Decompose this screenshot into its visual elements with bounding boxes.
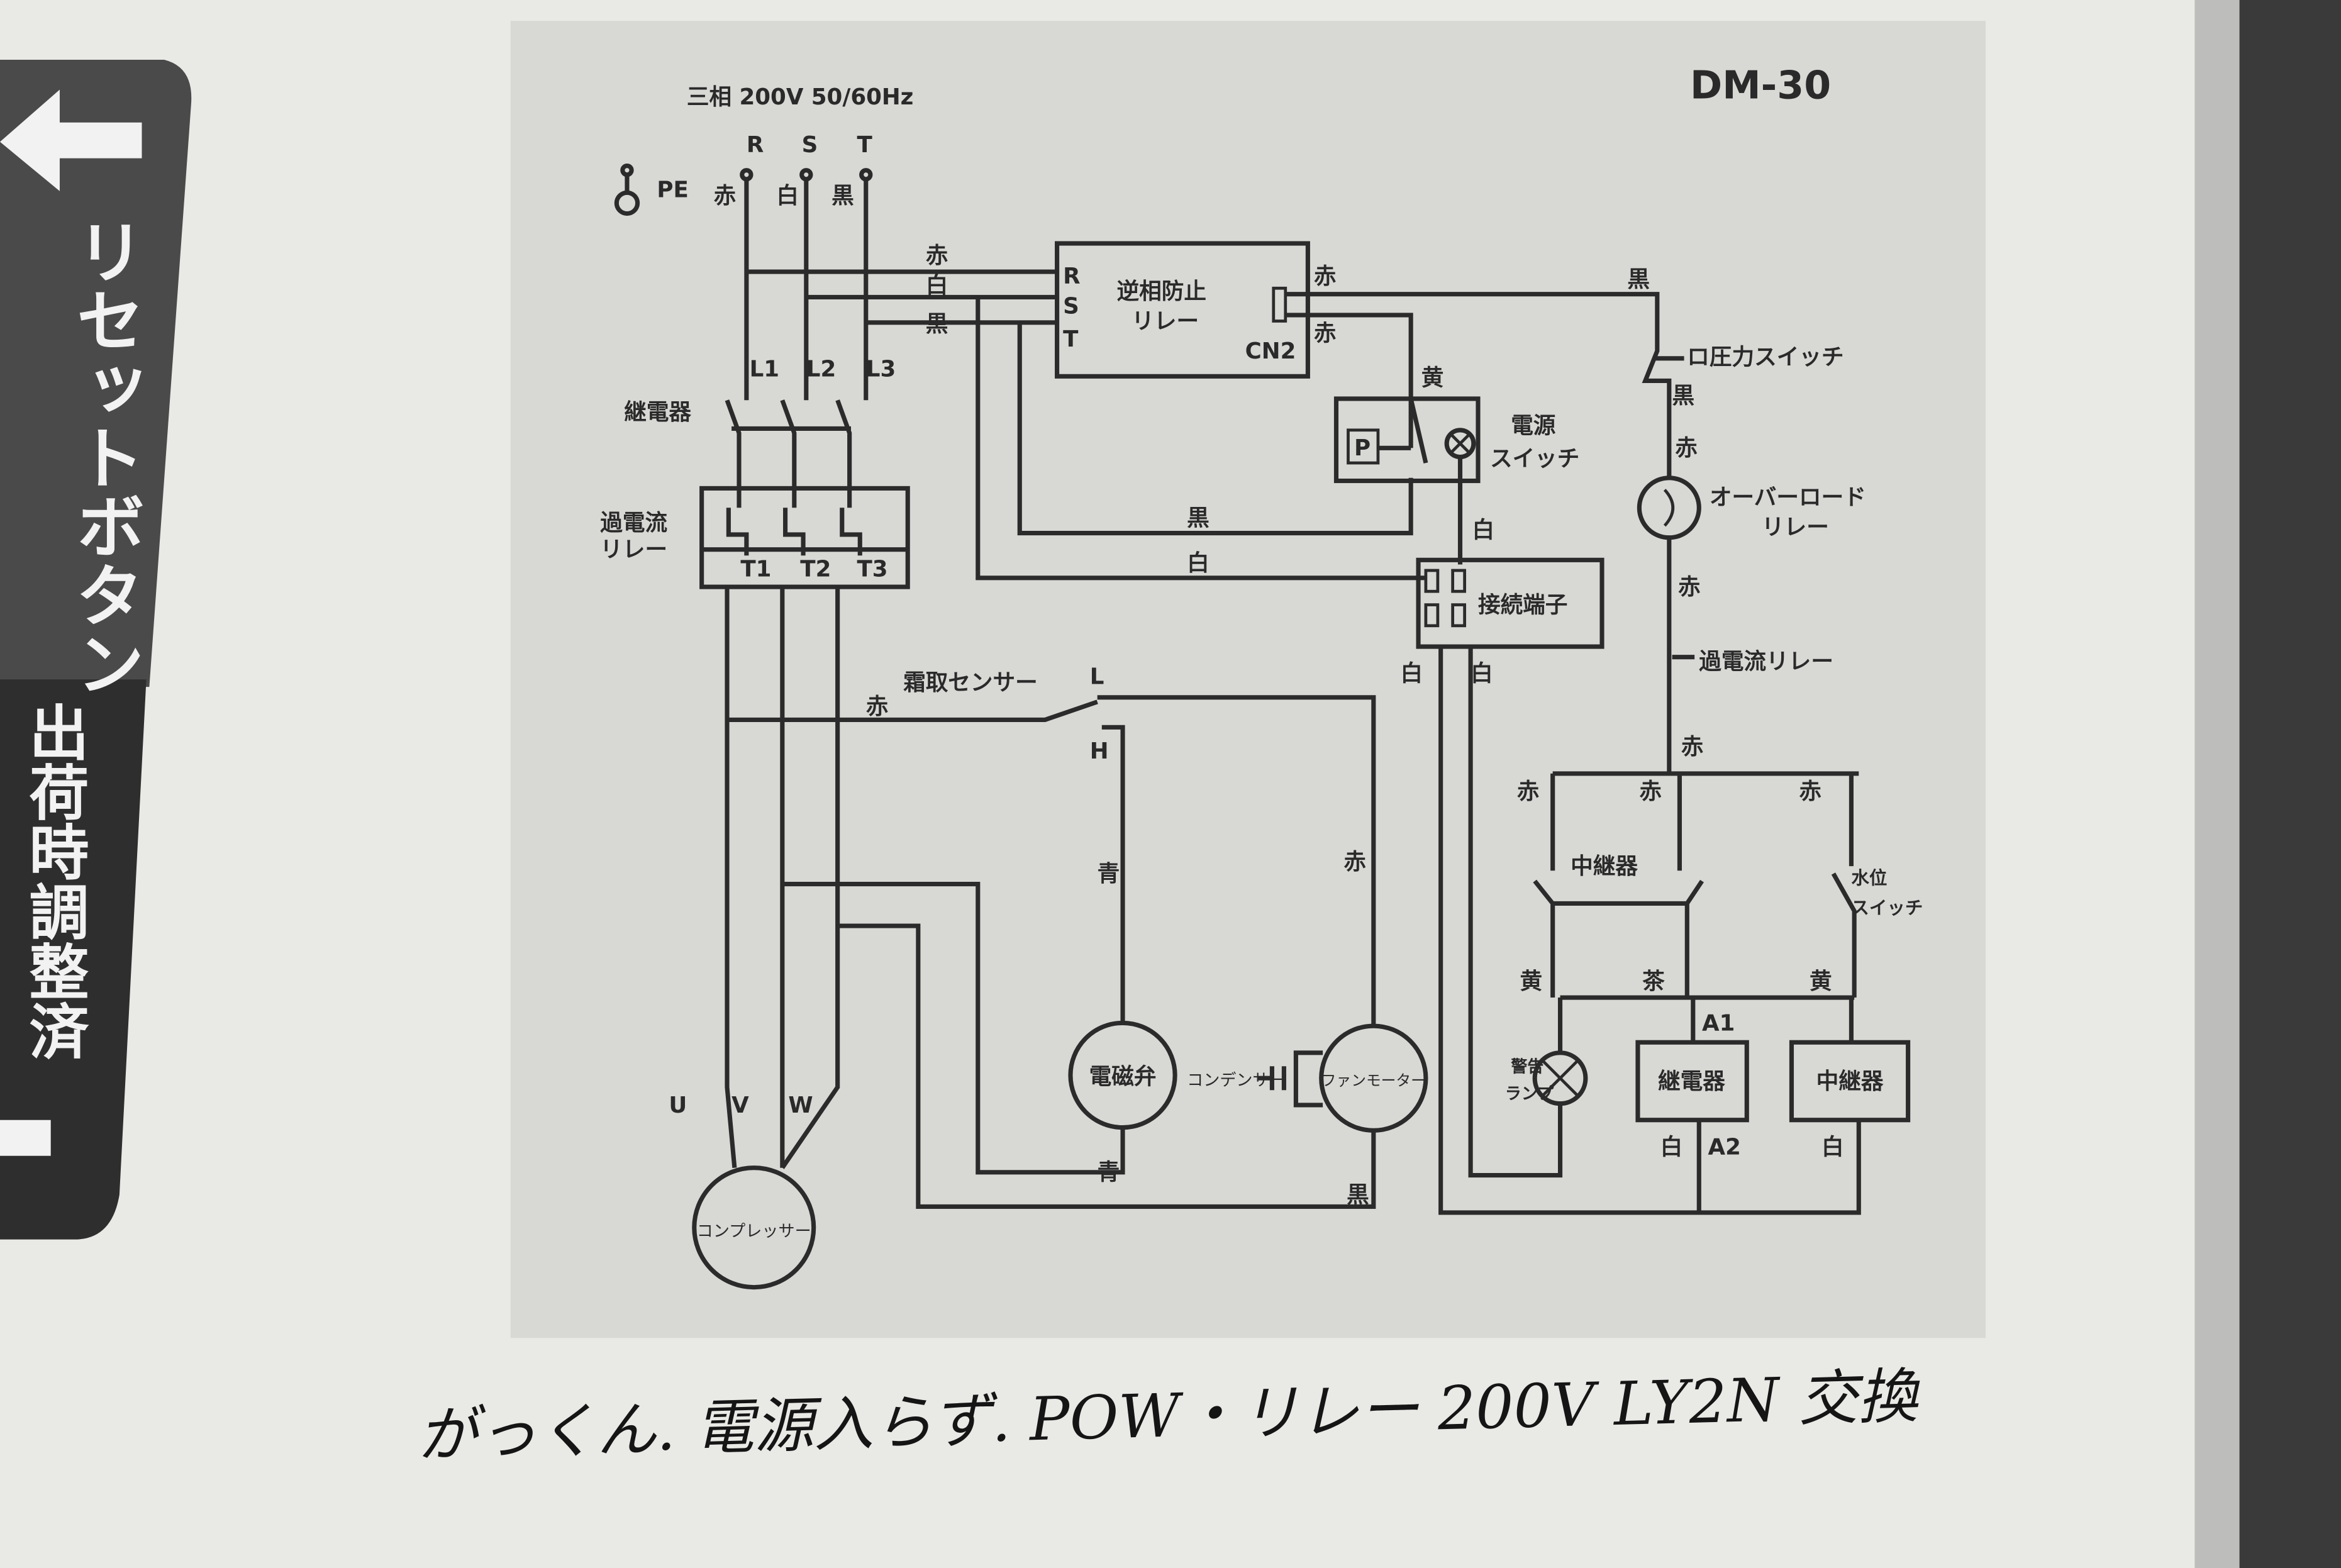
- binder-cover: [2239, 0, 2341, 1568]
- wire-color: 白: [1187, 550, 1209, 576]
- wire-color: 青: [1098, 1160, 1120, 1186]
- power-switch-label: 電源: [1511, 413, 1556, 439]
- wire-color: 黒: [831, 183, 854, 209]
- terminal-label: S: [1063, 294, 1079, 320]
- overload-relay: 赤 オーバーロード リレー 赤: [1637, 435, 1866, 600]
- wire-color: 白: [1471, 661, 1493, 687]
- capacitor-label: コンデンサー: [1187, 1071, 1286, 1090]
- power-switch: P 電源 スイッチ 黄: [1333, 365, 1579, 484]
- phase-s: S: [802, 132, 818, 158]
- warning-lamp-label: 警告: [1511, 1057, 1543, 1077]
- wire-color: 白: [1401, 661, 1423, 687]
- power-switch-label: スイッチ: [1490, 446, 1579, 472]
- terminal-label: T2: [800, 556, 831, 582]
- lead-u: U: [669, 1093, 687, 1118]
- reset-sticker: リセットボタン 出荷時調整済: [0, 59, 192, 1240]
- terminal-label: L3: [866, 356, 896, 382]
- terminal-label: T3: [857, 556, 888, 582]
- wire-color: 赤: [1799, 779, 1821, 804]
- wire-color: 赤: [1343, 849, 1366, 875]
- wire-color: 赤: [866, 694, 889, 720]
- warning-lamp-label: ランプ: [1505, 1084, 1554, 1103]
- wire-color: 黒: [1627, 267, 1650, 292]
- phase-r: R: [747, 132, 764, 158]
- wire-color: 赤: [1681, 734, 1704, 760]
- relay-title: リレー: [1132, 308, 1199, 334]
- fan-motor: ファンモーター コンデンサー 赤 黒: [1187, 849, 1428, 1208]
- terminal-block: 接続端子 白 白: [1401, 557, 1604, 687]
- fan-motor-label: ファンモーター: [1321, 1072, 1426, 1089]
- overcurrent-relay-label: 過電流リレー: [1699, 649, 1833, 675]
- compressor-label: コンプレッサー: [697, 1222, 811, 1241]
- terminal-label: L1: [750, 356, 779, 382]
- relay-coil-label: 中継器: [1816, 1069, 1884, 1094]
- ground-label: PE: [657, 177, 688, 203]
- reverse-phase-relay: R S T 逆相防止 リレー CN2 赤 赤: [1055, 241, 1337, 379]
- pressure-switch-label: ロ圧力スイッチ: [1687, 344, 1843, 370]
- wire-color: 白: [1660, 1134, 1683, 1160]
- wire-color: 赤: [926, 243, 948, 269]
- wire-color: 赤: [1639, 779, 1662, 804]
- wire-color: 白: [926, 272, 948, 298]
- wire-color: 白: [1472, 518, 1494, 543]
- overload-relay-label: オーバーロード: [1710, 485, 1866, 511]
- overcurrent-label: 過電流: [600, 510, 667, 536]
- relay-coil-label: 継電器: [1658, 1069, 1725, 1094]
- overcurrent-label: リレー: [600, 537, 667, 563]
- float-switch-label: 水位: [1851, 868, 1887, 889]
- reset-button-label: リセットボタン: [65, 216, 145, 697]
- wire-color: 赤: [1678, 574, 1701, 600]
- float-switch-label: スイッチ: [1851, 898, 1923, 918]
- power-spec: 三相 200V 50/60Hz: [687, 84, 914, 110]
- a2-label: A2: [1708, 1134, 1741, 1160]
- connector-label: CN2: [1245, 338, 1296, 364]
- wire-color: 赤: [1675, 435, 1698, 461]
- contactor-label: 継電器: [624, 399, 691, 425]
- wire-color: 赤: [1314, 264, 1337, 289]
- l-label: L: [1090, 664, 1104, 689]
- power-supply: R S T PE 赤 白 黒: [614, 132, 873, 216]
- h-label: H: [1090, 738, 1109, 764]
- wire-color: 黄: [1810, 969, 1832, 994]
- wire-color: 黒: [926, 311, 948, 337]
- intermediate-relay-coil: 中継器: [1789, 1040, 1911, 1123]
- terminal-label: R: [1063, 264, 1080, 289]
- lead-w: W: [788, 1093, 813, 1118]
- relay-contact-label: 中継器: [1571, 854, 1638, 879]
- wire-color: 白: [776, 183, 799, 209]
- wire-color: 黄: [1421, 365, 1444, 391]
- wire-color: 赤: [1517, 779, 1540, 804]
- overcurrent-relay: 過電流 リレー T1 T2 T3: [600, 486, 910, 589]
- relay-title: 逆相防止: [1117, 279, 1206, 304]
- wire-color: 黒: [1187, 506, 1209, 531]
- a1-label: A1: [1702, 1010, 1735, 1036]
- terminal-label: T: [1063, 326, 1079, 352]
- wire-color: 茶: [1642, 969, 1665, 994]
- lead-v: V: [731, 1093, 749, 1118]
- wire-color: 赤: [1314, 320, 1337, 346]
- wire-color: 赤: [714, 183, 737, 209]
- arrow-left-icon: [0, 89, 142, 191]
- solenoid-valve: 電磁弁 青 青: [1068, 861, 1177, 1186]
- model-number: DM-30: [1690, 63, 1831, 108]
- wire-color: 白: [1821, 1134, 1844, 1160]
- warning-lamp: 警告 ランプ: [1505, 1050, 1588, 1106]
- shipping-adjusted-label: 出荷時調整済: [19, 702, 88, 1060]
- solenoid-valve-label: 電磁弁: [1089, 1064, 1157, 1090]
- compressor-motor: コンプレッサー: [692, 1165, 816, 1290]
- defrost-sensor-label: 霜取センサー: [903, 670, 1038, 696]
- terminal-block-label: 接続端子: [1478, 592, 1567, 618]
- p-label: P: [1354, 435, 1371, 461]
- terminal-label: T1: [740, 556, 771, 582]
- relay-coil: 継電器: [1635, 1040, 1749, 1123]
- terminal-label: L2: [806, 356, 836, 382]
- overload-relay-label: リレー: [1762, 514, 1829, 540]
- wire-color: 黒: [1347, 1182, 1369, 1208]
- wire-color: 黄: [1520, 969, 1542, 994]
- wire-color: 黒: [1672, 383, 1695, 409]
- wire-color: 青: [1098, 861, 1120, 887]
- phase-t: T: [857, 132, 873, 158]
